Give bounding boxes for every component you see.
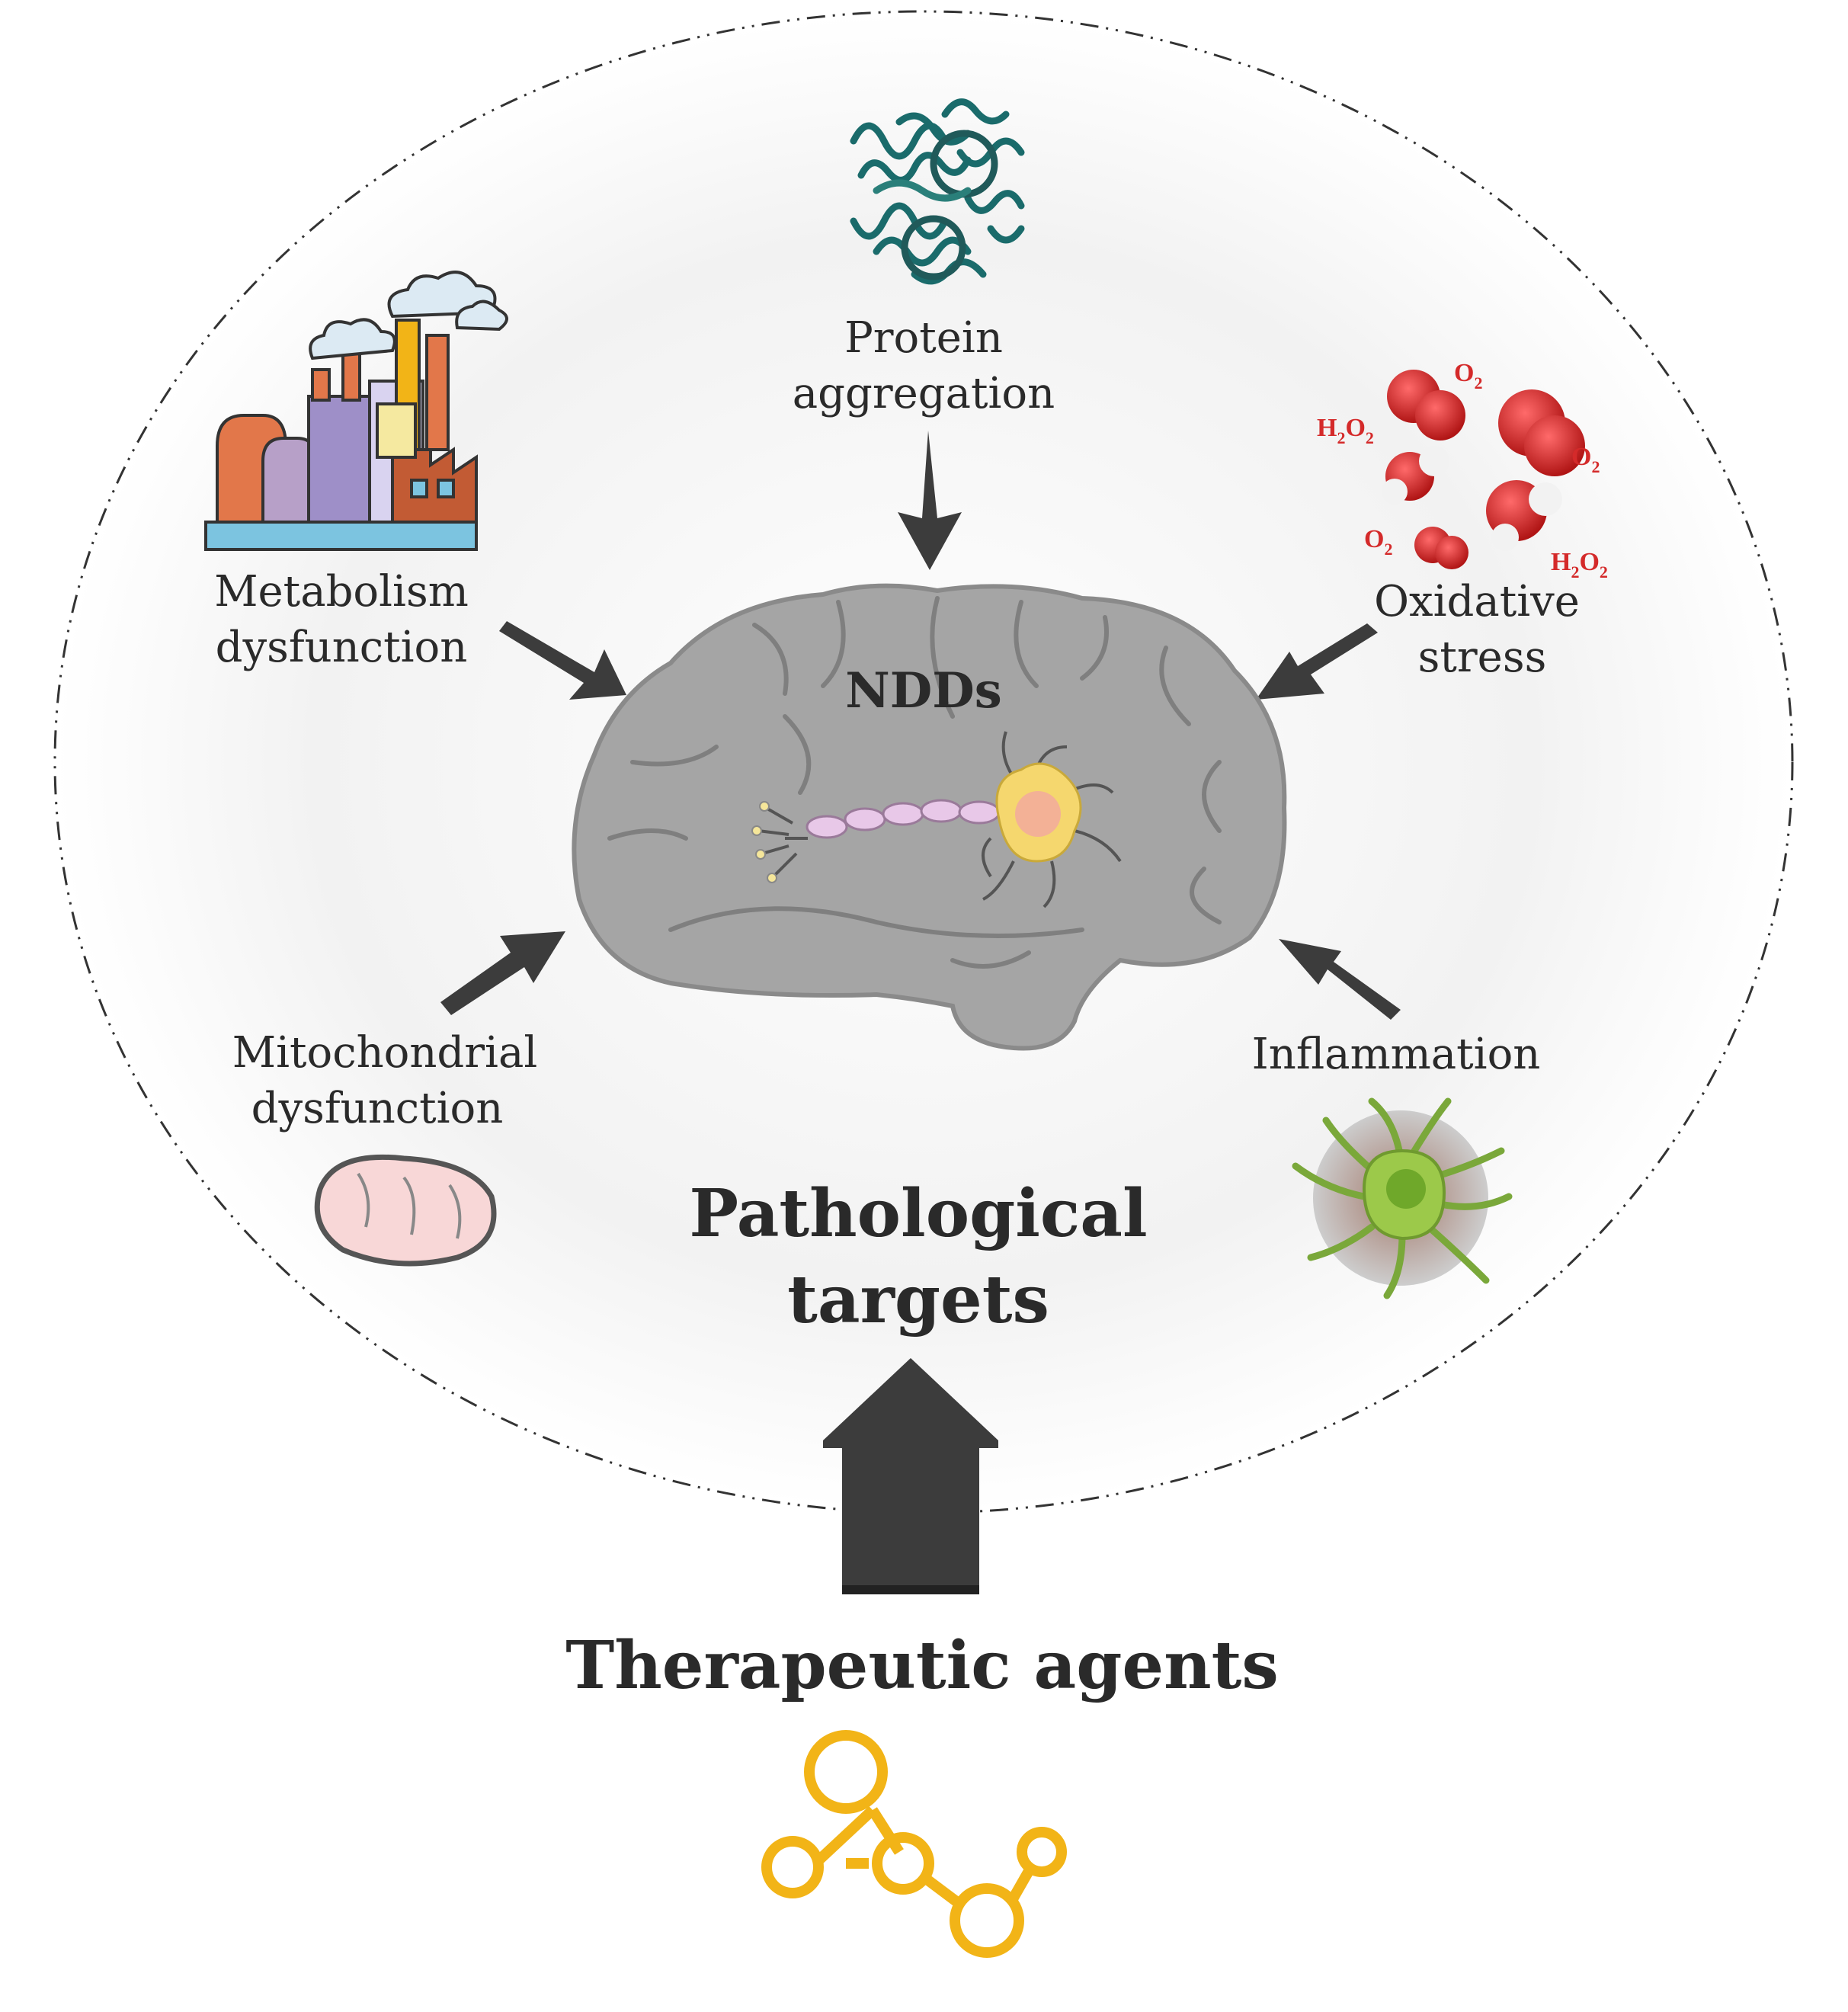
mitochondrial-label-line2: dysfunction xyxy=(251,1084,504,1133)
h2o2-label-2: H2O2 xyxy=(1551,548,1608,581)
mitochondrial-label-line1: Mitochondrial xyxy=(232,1028,538,1078)
arrow-metabolism xyxy=(499,621,626,700)
oxidative-label-line1: Oxidative xyxy=(1374,577,1580,626)
brain-with-neuron-icon xyxy=(572,583,1287,1051)
arrow-protein xyxy=(898,431,962,570)
oxidative-label-line2: stress xyxy=(1418,633,1547,682)
h2o2-label-1: H2O2 xyxy=(1317,414,1374,447)
o2-label-2: O2 xyxy=(1571,443,1600,476)
o2-label-3: O2 xyxy=(1364,525,1392,559)
protein-label-line2: aggregation xyxy=(793,369,1055,418)
factory-icon xyxy=(204,271,508,551)
arrow-inflammation xyxy=(1279,939,1401,1020)
big-up-arrow xyxy=(823,1358,998,1594)
metabolism-label-line1: Metabolism xyxy=(214,567,469,617)
arrow-mitochondrial xyxy=(440,931,565,1015)
metabolism-label-line2: dysfunction xyxy=(216,623,468,672)
protein-label-line1: Protein xyxy=(844,313,1003,363)
microglia-cell-icon xyxy=(1292,1097,1513,1299)
mitochondrion-icon xyxy=(314,1154,497,1267)
pathological-targets-line2: targets xyxy=(787,1261,1049,1338)
ros-molecules-icon xyxy=(1382,370,1585,569)
arrow-oxidative xyxy=(1256,623,1378,700)
therapeutic-agents-label: Therapeutic agents xyxy=(565,1627,1279,1704)
protein-structure-icon xyxy=(850,98,1025,285)
ndds-label: NDDs xyxy=(845,662,1002,719)
o2-label-1: O2 xyxy=(1454,359,1482,392)
inflammation-label: Inflammation xyxy=(1252,1030,1541,1079)
molecule-structure-icon xyxy=(761,1730,1067,1958)
pathological-targets-line1: Pathological xyxy=(689,1175,1147,1252)
